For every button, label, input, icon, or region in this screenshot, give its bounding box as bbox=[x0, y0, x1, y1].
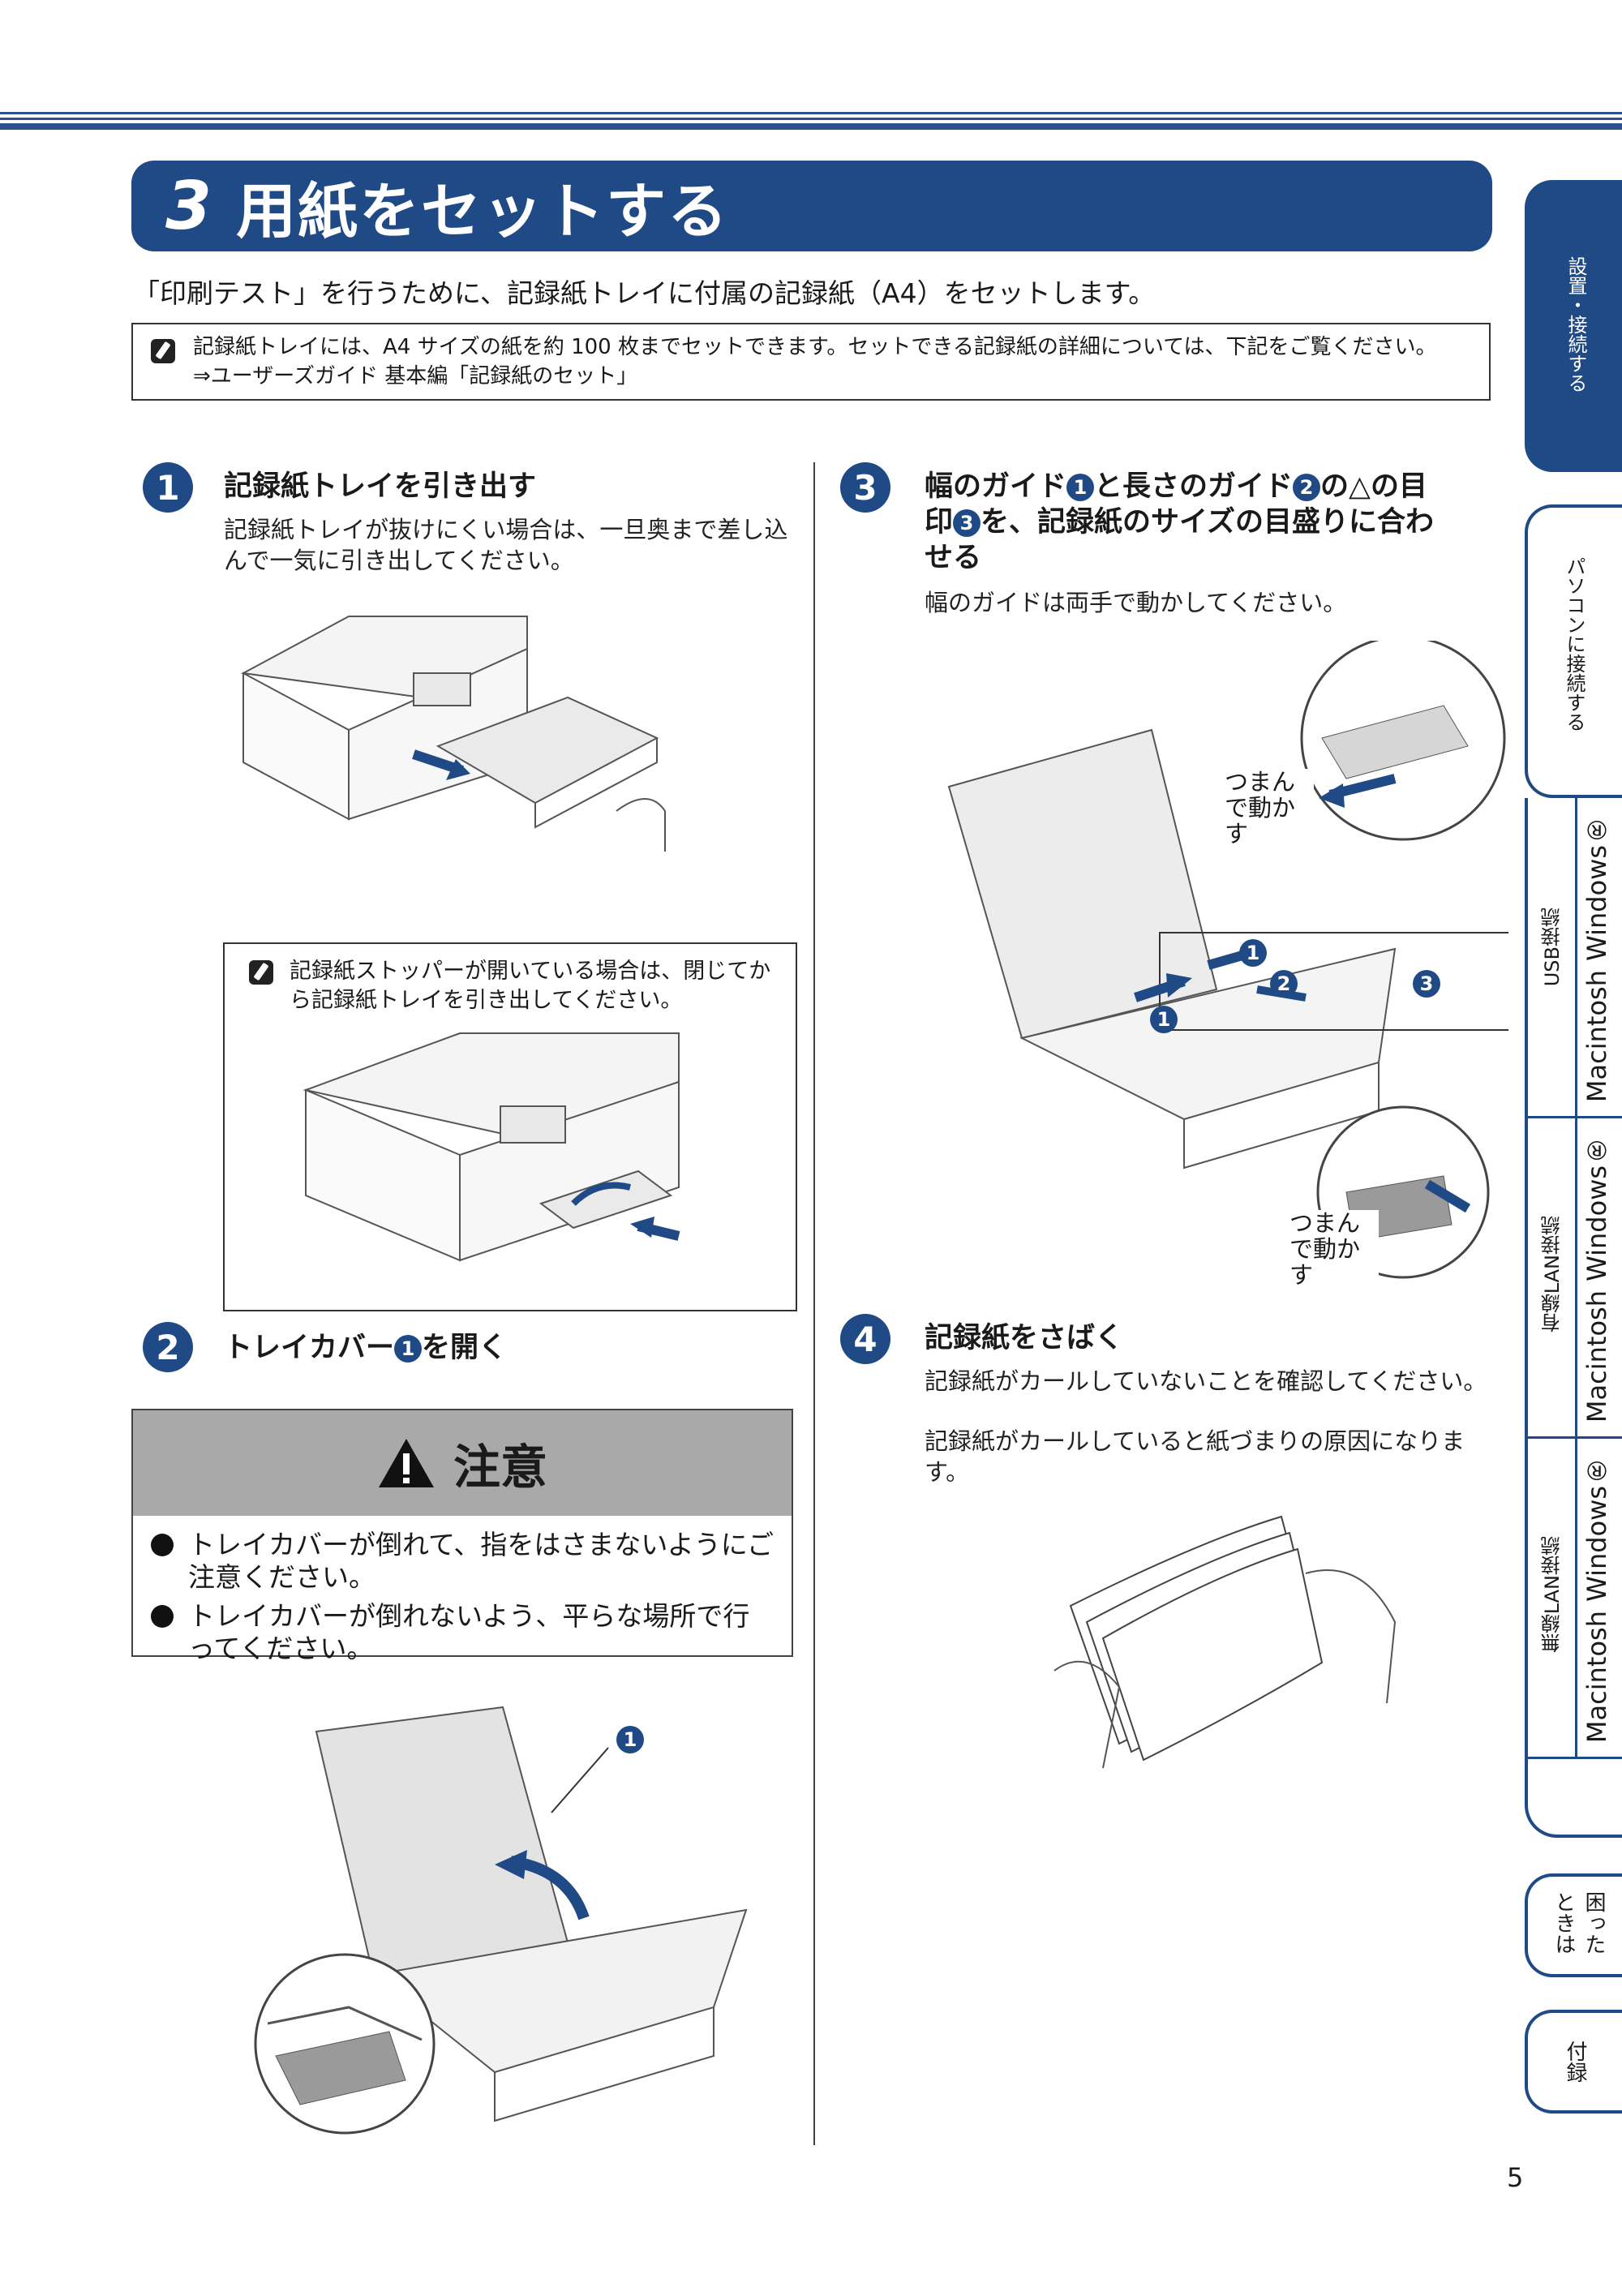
step-4-title: 記録紙をさばく bbox=[925, 1322, 1124, 1354]
tray-cover-open-illustration bbox=[254, 1706, 748, 2135]
step-1-body: 記録紙トレイが抜けにくい場合は、一旦奥まで差し込んで一気に引き出してください。 bbox=[224, 516, 788, 574]
caution-header: 注意 bbox=[133, 1410, 792, 1516]
column-divider bbox=[813, 462, 815, 2145]
callout-1-width-guide: 1 bbox=[1239, 939, 1267, 967]
step-1-title: 記録紙トレイを引き出す bbox=[224, 470, 537, 503]
tab-usb-label: USB接続 bbox=[1541, 908, 1564, 987]
tab-appendix-label: 付録 bbox=[1563, 2041, 1587, 2083]
tab-wired-label: 有線LAN接続 bbox=[1541, 1216, 1564, 1333]
tab-pc-connect[interactable]: パソコンに接続する bbox=[1525, 504, 1622, 798]
paper-guides-illustration bbox=[947, 641, 1508, 1279]
pinch-label-2: つまんで動かす bbox=[1289, 1210, 1379, 1288]
header-stripes bbox=[0, 112, 1622, 130]
tab-trouble-label: 困ったときは bbox=[1551, 1891, 1606, 1955]
callout-1-width-guide-b: 1 bbox=[1150, 1006, 1178, 1033]
tab-wireless-macintosh[interactable]: Macintosh bbox=[1581, 1611, 1612, 1744]
note-box-step1: 記録紙ストッパーが開いている場合は、閉じてから記録紙トレイを引き出してください。 bbox=[223, 942, 797, 1311]
section-banner: 3 用紙をセットする bbox=[131, 161, 1492, 251]
tab-trouble[interactable]: 困ったときは bbox=[1525, 1873, 1622, 1977]
caution-title: 注意 bbox=[453, 1440, 547, 1495]
step-2-title-text2: を開く bbox=[422, 1332, 508, 1364]
pinch-label-1: つまんで動かす bbox=[1225, 769, 1314, 847]
page-number: 5 bbox=[1507, 2162, 1524, 2193]
printer-stopper-illustration bbox=[303, 1032, 680, 1262]
printer-tray-pull-illustration bbox=[240, 616, 666, 852]
note-step1-text: 記録紙ストッパーが開いている場合は、閉じてから記録紙トレイを引き出してください。 bbox=[290, 959, 771, 1013]
step-4-body-1: 記録紙がカールしていないことを確認してください。 bbox=[925, 1367, 1487, 1395]
step-2-number: 2 bbox=[143, 1322, 193, 1372]
callout-3-mark: 3 bbox=[1413, 970, 1440, 998]
caution-item: トレイカバーが倒れて、指をはさまないようにご注意ください。 bbox=[151, 1529, 775, 1594]
tab-appendix[interactable]: 付録 bbox=[1525, 2010, 1622, 2114]
step-3-badge-1: 1 bbox=[1066, 474, 1095, 501]
note-top-line1: 記録紙トレイには、A4 サイズの紙を約 100 枚までセットできます。セットでき… bbox=[193, 335, 1437, 359]
step-3-title-text: を、記録紙のサイズの目盛りに合わ bbox=[980, 506, 1434, 539]
tab-wired-macintosh[interactable]: Macintosh bbox=[1581, 1290, 1612, 1423]
tab-usb-macintosh[interactable]: Macintosh bbox=[1581, 970, 1612, 1103]
step-3-title-text: と長さのガイド bbox=[1094, 470, 1294, 503]
tab-wireless[interactable]: 無線LAN接続 Windows® Macintosh bbox=[1528, 1439, 1622, 1759]
bullet-icon bbox=[151, 1605, 174, 1628]
pencil-note-icon bbox=[151, 339, 175, 363]
step-1-number: 1 bbox=[143, 462, 193, 513]
note-box-top: 記録紙トレイには、A4 サイズの紙を約 100 枚までセットできます。セットでき… bbox=[131, 323, 1491, 401]
caution-list: トレイカバーが倒れて、指をはさまないようにご注意ください。 トレイカバーが倒れな… bbox=[151, 1529, 775, 1672]
tab-wireless-windows[interactable]: Windows® bbox=[1581, 1455, 1612, 1602]
caution-item: トレイカバーが倒れないよう、平らな場所で行ってください。 bbox=[151, 1600, 775, 1665]
section-title: 用紙をセットする bbox=[236, 176, 730, 247]
tab-wired-windows[interactable]: Windows® bbox=[1581, 1135, 1612, 1281]
tab-setup[interactable]: 設置・接続する bbox=[1525, 180, 1622, 472]
step-3-badge-2: 2 bbox=[1293, 474, 1321, 501]
step-3-number: 3 bbox=[840, 462, 890, 513]
bullet-icon bbox=[151, 1534, 174, 1556]
step-4-body-2: 記録紙がカールしていると紙づまりの原因になります。 bbox=[925, 1427, 1465, 1486]
tab-setup-label: 設置・接続する bbox=[1564, 256, 1587, 393]
step-2-badge: 1 bbox=[394, 1335, 423, 1363]
caution-box: 注意 トレイカバーが倒れて、指をはさまないようにご注意ください。 トレイカバーが… bbox=[131, 1409, 793, 1664]
intro-text: 「印刷テスト」を行うために、記録紙トレイに付属の記録紙（A4）をセットします。 bbox=[133, 277, 1156, 309]
note-top-line2: ⇒ユーザーズガイド 基本編「記録紙のセット」 bbox=[193, 364, 638, 388]
caution-item-text: トレイカバーが倒れて、指をはさまないようにご注意ください。 bbox=[188, 1529, 775, 1593]
step-3-title-text: の△の目 bbox=[1320, 470, 1427, 503]
tab-bottom-cap bbox=[1525, 1758, 1622, 1838]
step-3-title-text: 幅のガイド bbox=[925, 470, 1067, 503]
tab-usb[interactable]: USB接続 Windows® Macintosh bbox=[1528, 798, 1622, 1118]
step-2-title-text: トレイカバー bbox=[224, 1332, 395, 1364]
step-3-title-line3: せる bbox=[925, 542, 982, 574]
callout-step2-1: 1 bbox=[616, 1726, 644, 1753]
step-3-title-text: 印 bbox=[925, 506, 954, 539]
tab-wireless-label: 無線LAN接続 bbox=[1541, 1536, 1564, 1654]
tab-pc-connect-label: パソコンに接続する bbox=[1563, 556, 1586, 732]
tab-wired[interactable]: 有線LAN接続 Windows® Macintosh bbox=[1528, 1118, 1622, 1439]
callout-2-length-guide: 2 bbox=[1270, 970, 1298, 998]
step-3-badge-3: 3 bbox=[953, 509, 981, 537]
pencil-note-icon bbox=[249, 960, 273, 985]
fan-paper-illustration bbox=[1053, 1515, 1397, 1769]
connection-tabs: USB接続 Windows® Macintosh 有線LAN接続 Windows… bbox=[1525, 798, 1622, 1759]
tab-usb-windows[interactable]: Windows® bbox=[1581, 814, 1612, 961]
warning-triangle-icon bbox=[378, 1439, 434, 1487]
caution-item-text: トレイカバーが倒れないよう、平らな場所で行ってください。 bbox=[188, 1600, 750, 1664]
section-number: 3 bbox=[165, 167, 212, 245]
step-3-body: 幅のガイドは両手で動かしてください。 bbox=[925, 589, 1347, 616]
step-4-number: 4 bbox=[840, 1314, 890, 1364]
